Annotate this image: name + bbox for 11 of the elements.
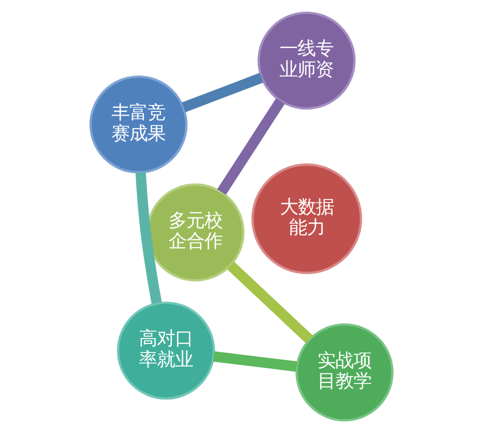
connector [226, 261, 313, 344]
node-circle: 高对口率就业 [116, 302, 215, 400]
node-circle: 实战项目教学 [296, 323, 394, 422]
node-circle: 大数据能力 [251, 163, 362, 274]
node-circle: 多元校企合作 [146, 183, 244, 282]
connector [217, 98, 285, 195]
connector [182, 72, 264, 112]
connector [213, 351, 298, 372]
node-circle: 一线专业师资 [258, 12, 356, 110]
node-circle: 丰富竞赛成果 [89, 75, 188, 174]
connector [135, 172, 162, 304]
